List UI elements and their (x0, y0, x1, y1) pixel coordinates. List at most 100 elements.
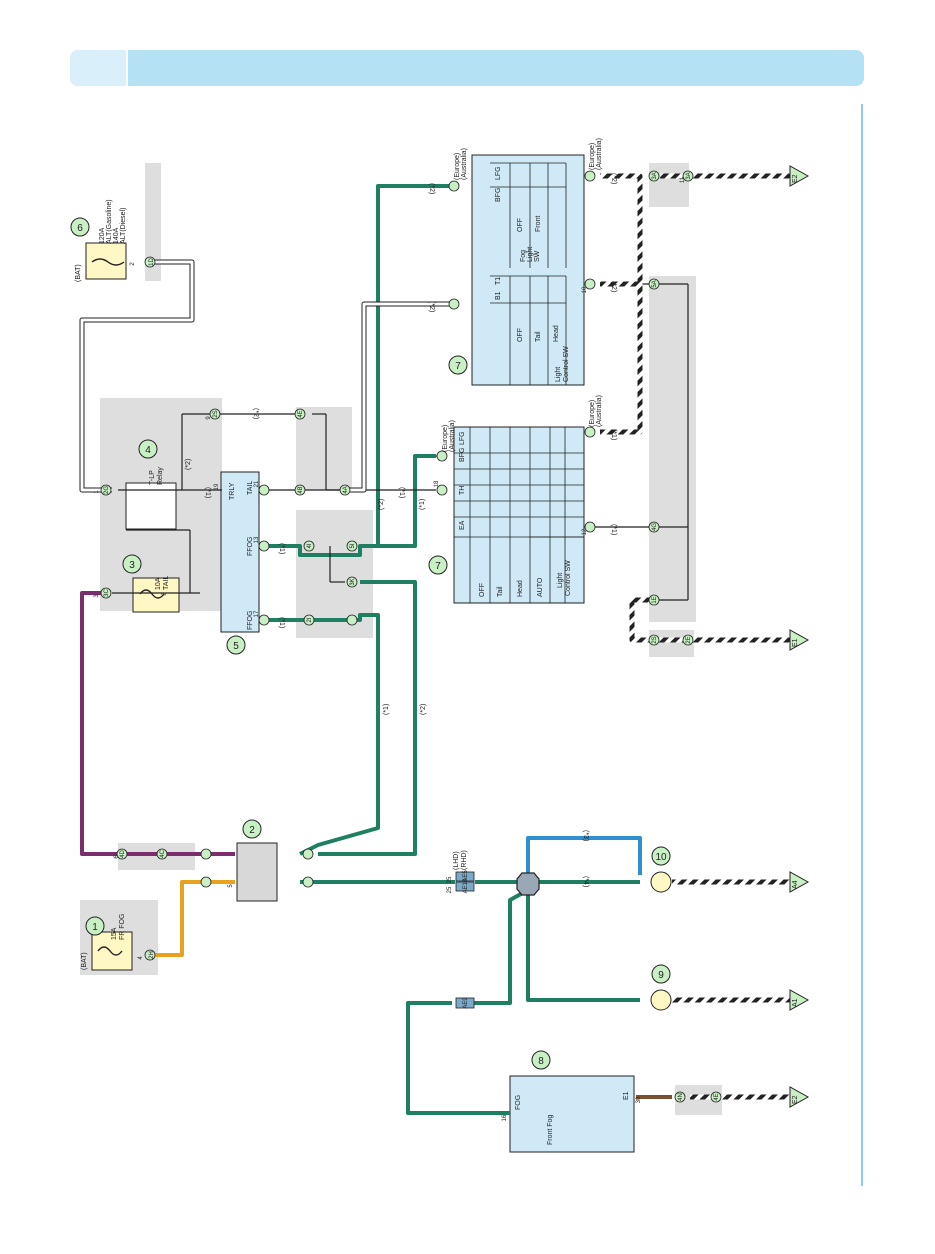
swb-col-t1: T1 (495, 277, 502, 285)
component-boxes (85, 154, 635, 1153)
num-circle-10 (651, 846, 671, 866)
wire-gnd-1 (600, 173, 643, 435)
swa-row-auto: AUTO (537, 577, 544, 597)
region-europe-4: (Europe) (589, 400, 596, 427)
code-4E: 4E (298, 410, 304, 417)
alt-line4: ALT(Diesel) (120, 208, 127, 244)
note-2b: (*2) (252, 408, 259, 419)
wire-green-7 (526, 882, 640, 1002)
switch-b-grid (490, 162, 567, 385)
gnd-e2-top: E2 (792, 174, 799, 183)
swa-title-2: Control SW (565, 560, 572, 596)
swc-row-off: OFF (517, 218, 524, 232)
pin-19: 19 (214, 483, 220, 490)
rotated-labels: (BAT) (BAT) 15A FR FOG 10A TAIL T-LP Rel… (75, 138, 630, 1145)
num-7b: 7 (455, 361, 461, 372)
region-australia-4: (Australia) (596, 395, 603, 427)
code-4B: 4B (298, 486, 304, 493)
alt-line3: 140A (113, 227, 120, 244)
pin-8: 8 (162, 592, 168, 596)
pin-10: 10 (582, 286, 588, 293)
light-sw-a-box (453, 426, 585, 604)
num-circle-4 (138, 439, 158, 459)
num-5: 5 (233, 641, 239, 652)
fog-pin-label: FOG (515, 1095, 522, 1110)
tlp-relay-box (125, 482, 177, 530)
code-4E2: 4E (714, 1093, 720, 1100)
code-3A: 3A (652, 172, 658, 179)
lamps (650, 871, 672, 1011)
wire-white (345, 301, 450, 493)
pin-16: 16 (502, 1114, 508, 1121)
num-circle-6 (70, 217, 90, 237)
pin-25a: 25 (447, 876, 453, 883)
num-circle-3 (122, 554, 142, 574)
ecu-trly: TRLY (229, 482, 236, 500)
lamp-10 (650, 871, 672, 893)
relay4-line2: Relay (157, 467, 164, 485)
code-4G: 4G (652, 523, 658, 531)
pin-2-alt: 2 (130, 262, 136, 266)
code-5A: 5A (652, 280, 658, 287)
ground-symbols (789, 165, 810, 1108)
num-8: 8 (538, 1056, 544, 1067)
code-1E: 1E (652, 596, 658, 603)
wire-green-1 (259, 454, 436, 557)
num-circle-1 (85, 916, 105, 936)
note-1b: (*1) (398, 487, 405, 498)
region-australia-3: (Australia) (596, 138, 603, 170)
num-circle-9 (651, 964, 671, 984)
pin-3-tail: 3 (94, 594, 100, 598)
num-7a: 7 (435, 561, 441, 572)
note-1g: (*1) (610, 429, 617, 440)
connector-pins (100, 170, 722, 1103)
code-2S2: 2S (652, 636, 658, 643)
region-europe-1: (Europe) (442, 425, 449, 452)
gnd-e1: E1 (792, 638, 799, 647)
num-3: 3 (129, 560, 135, 571)
note-4: (*4) (582, 876, 589, 887)
number-circle-labels: 1 2 3 4 5 6 7 7 8 9 10 (77, 223, 667, 1067)
alt-line1: 120A (99, 227, 106, 244)
num-4: 4 (145, 445, 151, 456)
fuse1-line2: FR FOG (119, 914, 126, 940)
num-circle-2 (242, 819, 262, 839)
swb-row-tail: Tail (535, 331, 542, 342)
num-circle-5 (226, 635, 246, 655)
fuse3-line1: 10A (155, 577, 162, 590)
swc-title-1: Fog (520, 250, 527, 262)
pin-12: 12 (582, 528, 588, 535)
region-lhd: (LHD) (453, 851, 460, 870)
swa-row-head: Head (517, 580, 524, 597)
pin-11: 11 (680, 176, 686, 183)
fuse3-line2: TAIL (163, 576, 170, 590)
note-2g: (*2) (610, 173, 617, 184)
code-4C: 4C (160, 849, 166, 857)
connector-codes: 2H 1D 2G 3C 2S 4E 4B 4A 4I 5I 2I 3K 4D 4… (104, 172, 720, 1101)
pin-5: 5 (228, 884, 234, 888)
code-4I: 4I (307, 543, 313, 548)
note-1h: (*1) (610, 524, 617, 535)
pin-13: 13 (254, 536, 260, 543)
swb-title-1: Light (555, 367, 562, 382)
pin-6: 6 (114, 855, 120, 859)
number-circles (70, 217, 671, 1070)
wire-green-9 (406, 1001, 510, 1115)
fog-e1-label: E1 (623, 1091, 630, 1100)
swa-row-tail: Tail (497, 586, 504, 597)
note-2h: (*2) (610, 281, 617, 292)
swa-col-bfg: BFG (459, 448, 466, 462)
code-2H: 2H (149, 951, 155, 959)
num-circle-7a (428, 555, 448, 575)
gnd-a4: A4 (792, 880, 799, 889)
swa-col-ea: EA (459, 520, 466, 530)
note-1d: (*1) (278, 543, 285, 554)
swb-title-2: Control SW (563, 346, 570, 382)
pin-numbers: 4 2 1 3 19 21 13 17 18 12 10 11 16 30 25… (94, 176, 686, 1121)
pin-25b: 25 (447, 886, 453, 893)
alt-line2: ALT(Gasoline) (106, 199, 113, 244)
region-rhd: (RHD) (461, 850, 468, 870)
swc-title-3: SW (534, 250, 541, 262)
code-4N: 4N (678, 1093, 684, 1101)
wire-gnd-4 (629, 597, 790, 643)
